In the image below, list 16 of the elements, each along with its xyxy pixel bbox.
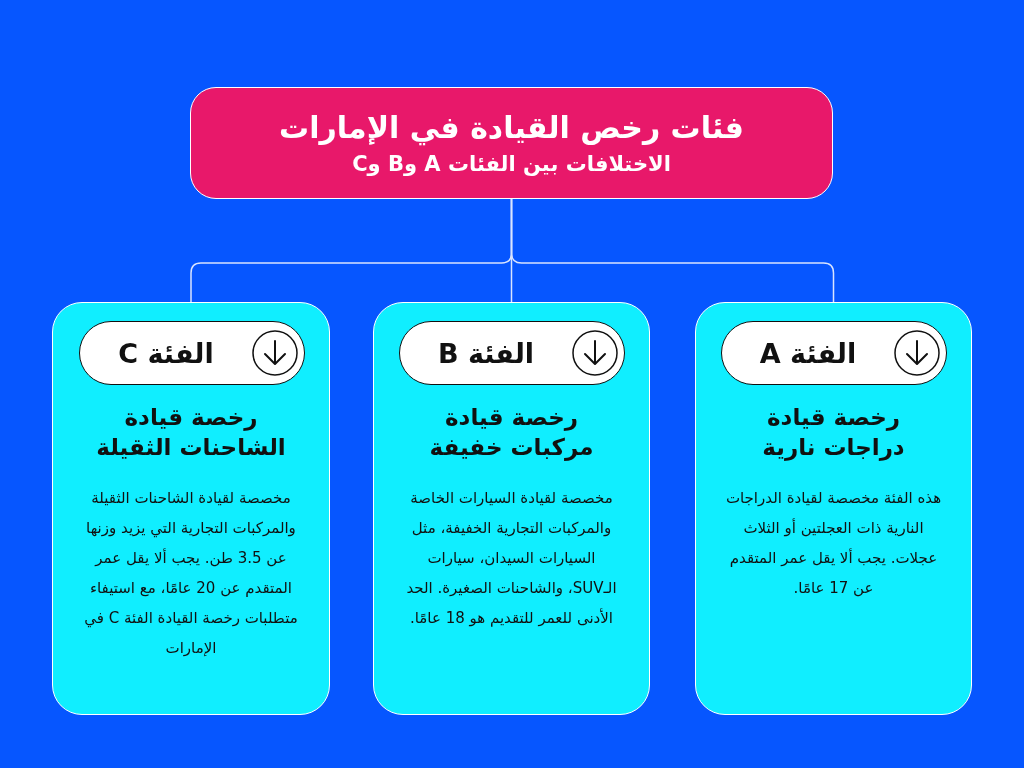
- category-label: الفئة C: [117, 339, 215, 367]
- connector-line: [190, 198, 513, 303]
- title-banner: [190, 87, 833, 199]
- card-description: مخصصة لقيادة السيارات الخاصة والمركبات التجارية الخفيفة، مثل السيارات السيدان، سيارات الـSUV، والشاحنات الصغيرة. الحد الأدنى للعمر للتقديم هو 18 عامًا.: [405, 487, 618, 629]
- category-card: [695, 302, 972, 715]
- subtitle-text: الاختلافات بين الفئات A وB وC: [352, 150, 671, 178]
- card-description: مخصصة لقيادة الشاحنات الثقيلة والمركبات التجارية التي يزيد وزنها عن 3.5 طن. يجب ألا يقل عمر المتقدم عن 20 عامًا، مع استيفاء متطلبات رخصة القيادة الفئة C في الإمارات: [83, 487, 299, 659]
- card-heading: رخصة قيادة الشاحنات الثقيلة: [95, 403, 287, 462]
- category-card: [373, 302, 650, 715]
- card-heading: رخصة قيادة دراجات نارية: [761, 403, 906, 463]
- category-label: الفئة B: [436, 339, 536, 367]
- card-heading: رخصة قيادة مركبات خفيفة: [428, 403, 595, 463]
- card-description: هذه الفئة مخصصة لقيادة الدراجات النارية ذات العجلتين أو الثلاث عجلات. يجب ألا يقل عمر المتقدم عن 17 عامًا.: [724, 487, 943, 599]
- category-card: [52, 302, 330, 715]
- category-label: الفئة A: [758, 339, 858, 367]
- title-text: فئات رخص القيادة في الإمارات: [279, 108, 744, 147]
